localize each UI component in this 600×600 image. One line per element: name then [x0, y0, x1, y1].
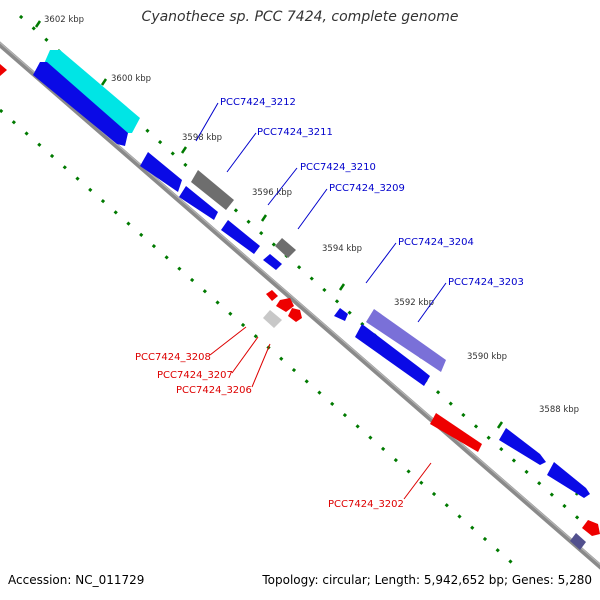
gene-arrow-forward	[221, 220, 260, 254]
gene-arrow-reverse	[582, 520, 600, 536]
gene-arrow-cyan	[43, 50, 140, 133]
gene-label: PCC7424_3207	[157, 370, 233, 381]
gene-arrow-reverse	[0, 64, 7, 76]
major-tick	[180, 146, 188, 154]
major-tick	[496, 421, 504, 429]
gene-label: PCC7424_3204	[398, 237, 474, 248]
gene-box-purple	[570, 533, 586, 550]
gene-arrow-forward	[547, 462, 590, 498]
major-tick	[100, 78, 108, 86]
gene-arrow-forward	[334, 308, 348, 321]
tick-label: 3600 kbp	[111, 74, 151, 84]
genome-backbone	[0, 41, 600, 570]
genome-stats-text: Topology: circular; Length: 5,942,652 bp…	[262, 573, 592, 587]
major-tick	[338, 283, 346, 291]
callout-line	[403, 462, 432, 500]
gene-label: PCC7424_3212	[220, 97, 296, 108]
gene-arrow-reverse	[266, 290, 278, 301]
gene-box-gray	[191, 170, 234, 210]
gene-label: PCC7424_3202	[328, 499, 404, 510]
gene-label: PCC7424_3211	[257, 127, 333, 138]
callout-line	[209, 326, 247, 356]
gene-box-purple	[366, 309, 446, 372]
callout-line	[267, 167, 298, 206]
major-tick	[34, 20, 42, 28]
reverse-strand-features	[0, 64, 600, 536]
accession-text: Accession: NC_011729	[8, 573, 145, 587]
gene-arrow-forward	[263, 254, 282, 270]
tick-label: 3588 kbp	[539, 405, 579, 415]
tick-row-outer	[18, 14, 582, 522]
forward-strand-features	[33, 50, 590, 550]
gene-label: PCC7424_3203	[448, 277, 524, 288]
gene-box-light-gray	[263, 310, 282, 328]
tick-label: 3592 kbp	[394, 298, 434, 308]
callout-line	[226, 132, 257, 173]
gene-arrow-forward	[355, 324, 430, 386]
callout-line	[231, 336, 259, 374]
tick-label: 3596 kbp	[252, 188, 292, 198]
callout-line	[251, 343, 271, 388]
major-tick	[260, 214, 268, 222]
tick-label: 3602 kbp	[44, 15, 84, 25]
gene-arrow-forward	[499, 428, 546, 465]
tick-label: 3590 kbp	[467, 352, 507, 362]
gene-arrow-forward	[140, 152, 182, 192]
gene-arrow-forward	[33, 62, 128, 146]
tick-label: 3598 kbp	[182, 133, 222, 143]
gene-label: PCC7424_3206	[176, 385, 252, 396]
callout-line	[417, 282, 447, 323]
gene-label: PCC7424_3210	[300, 162, 376, 173]
gene-label: PCC7424_3208	[135, 352, 211, 363]
gene-label: PCC7424_3209	[329, 183, 405, 194]
gene-arrow-reverse	[430, 413, 482, 452]
genome-title: Cyanothece sp. PCC 7424, complete genome	[141, 9, 459, 25]
callout-line	[195, 102, 219, 142]
gene-arrow-forward	[179, 186, 218, 220]
callout-line	[297, 188, 328, 230]
tick-label: 3594 kbp	[322, 244, 362, 254]
gene-box-gray	[275, 238, 296, 258]
gene-arrow-reverse	[276, 298, 294, 312]
callout-line	[365, 242, 397, 284]
tick-row-inner	[0, 108, 521, 572]
gene-arrow-reverse	[288, 308, 302, 322]
major-ticks	[34, 20, 582, 496]
